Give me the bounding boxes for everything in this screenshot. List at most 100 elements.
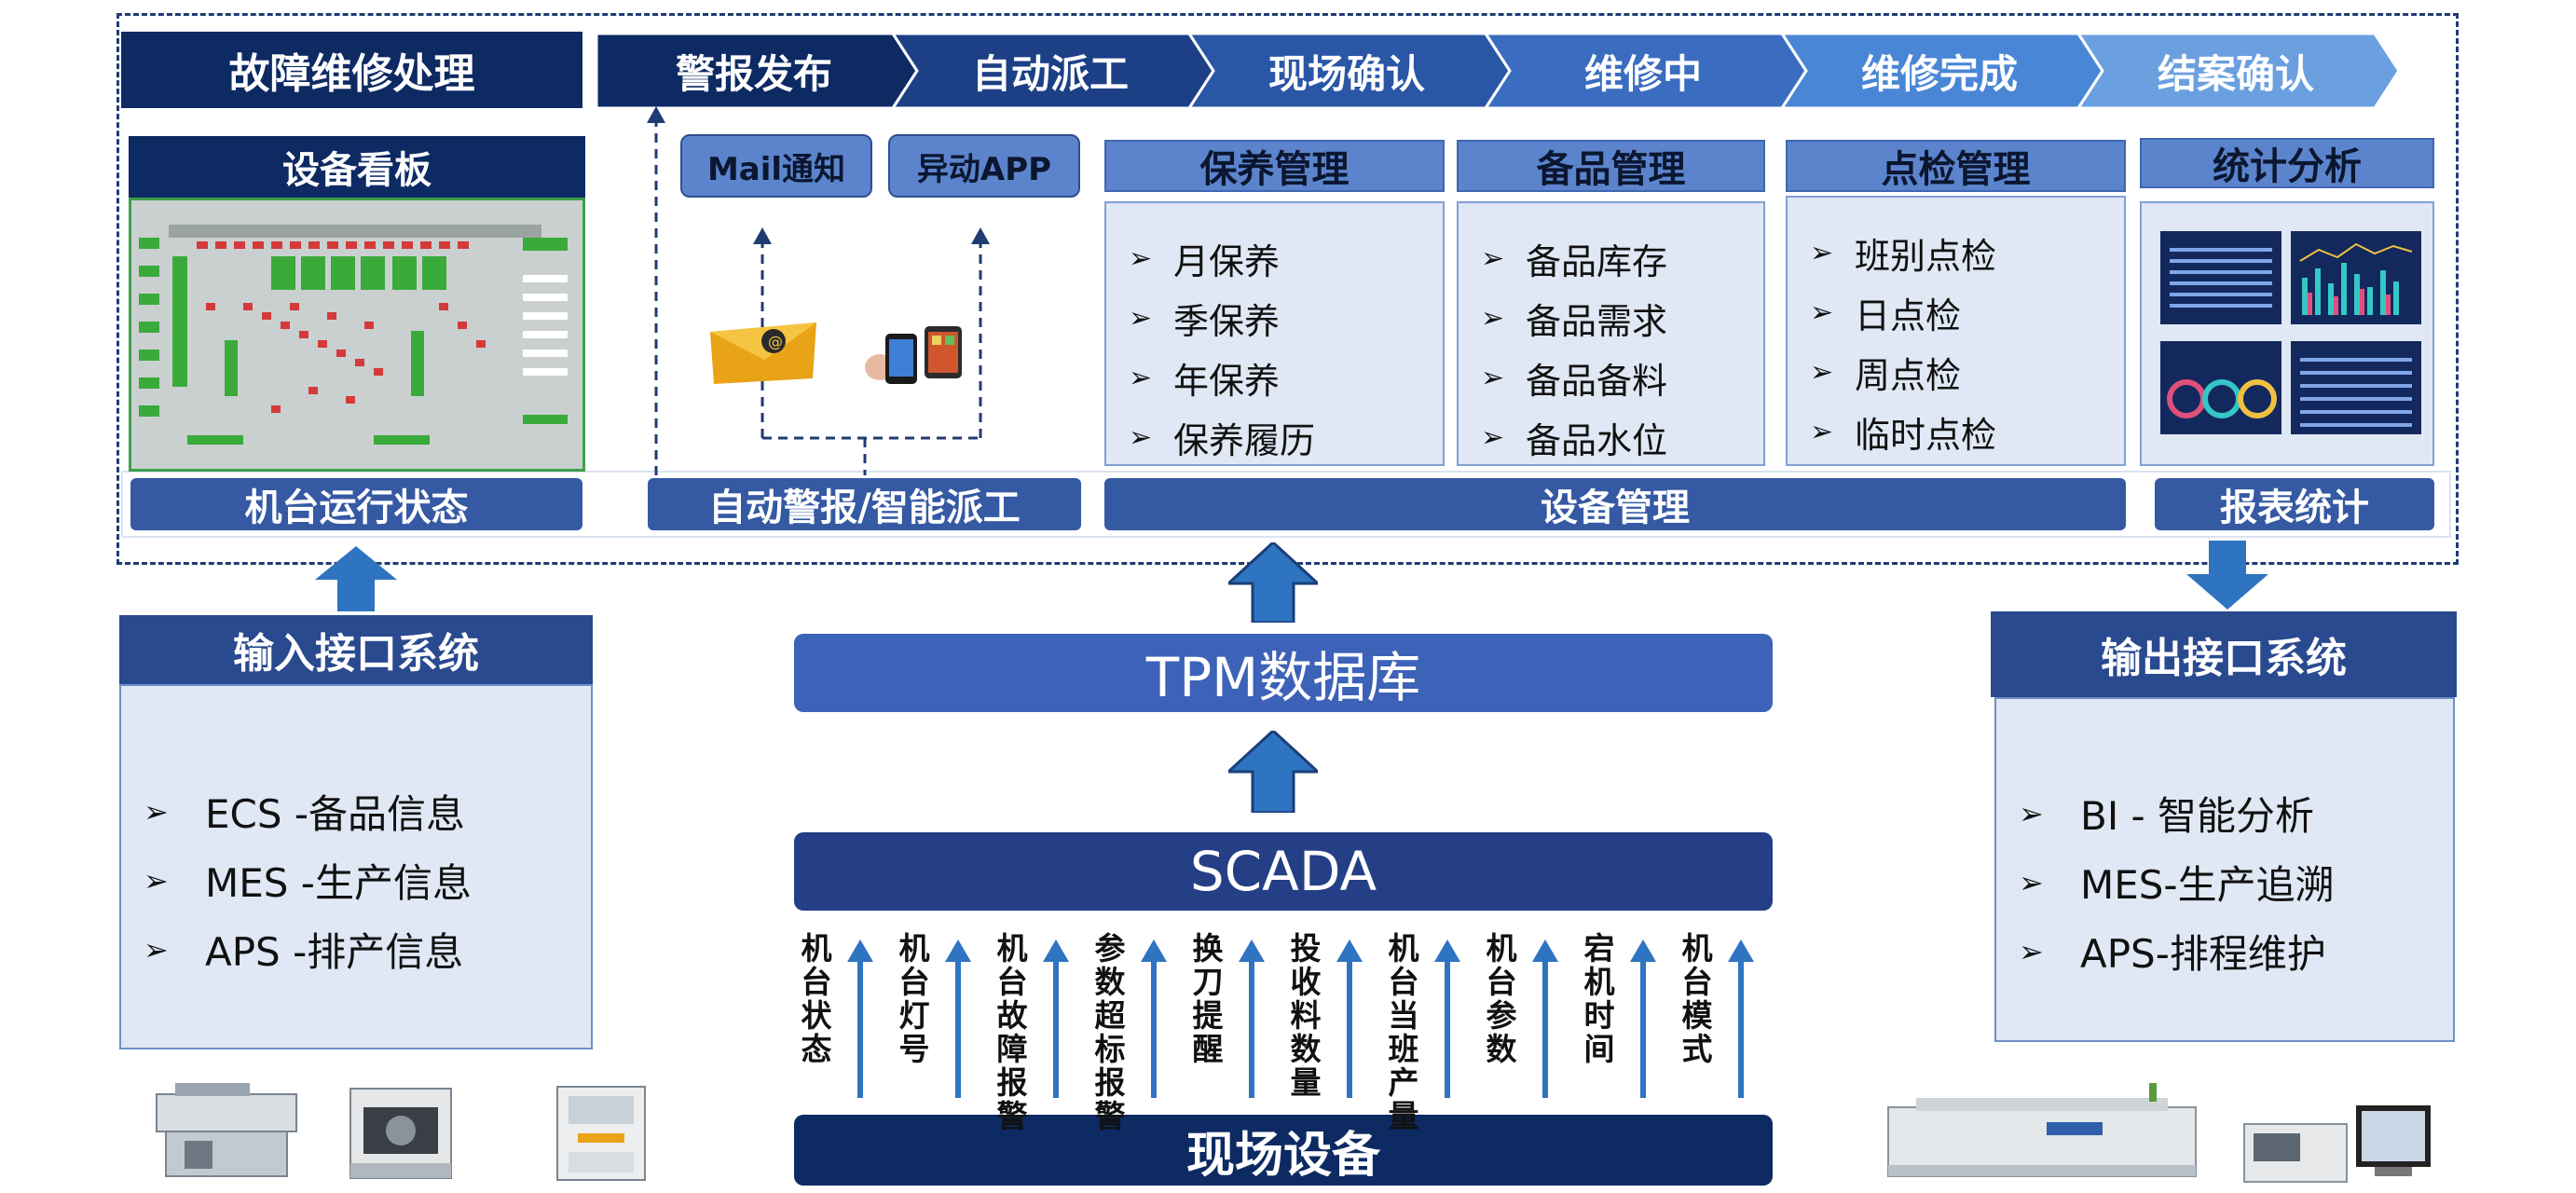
exception-app-button[interactable]: 异动APP — [888, 134, 1080, 198]
process-step-chevron — [2076, 32, 2401, 110]
statistics-dashboard-thumbnails — [2160, 231, 2421, 434]
process-step-label: 现场确认 — [1267, 50, 1425, 97]
list-item: ➢周点检 — [1810, 355, 1962, 396]
process-title: 故障维修处理 — [121, 32, 582, 108]
list-item: ➢临时点检 — [1810, 415, 1997, 456]
input-system-title: 输入接口系统 — [119, 615, 593, 684]
report-statistics-band: 报表统计 — [2155, 478, 2434, 530]
mail-envelope-icon: @ — [710, 322, 816, 384]
output-system-title: 输出接口系统 — [1991, 611, 2457, 697]
bullet-arrow-icon: ➢ — [1481, 421, 1505, 454]
bullet-arrow-icon: ➢ — [1810, 416, 1834, 448]
signal-arrow-icon — [945, 939, 971, 1098]
arrow-down-icon — [2186, 541, 2268, 610]
list-item: ➢MES -生产信息 — [144, 860, 472, 906]
machine-status-band: 机台运行状态 — [130, 478, 582, 530]
process-step-label: 维修完成 — [1860, 50, 2018, 97]
signal-arrow-icon — [1532, 939, 1558, 1098]
bullet-arrow-icon: ➢ — [1810, 296, 1834, 329]
bullet-arrow-icon: ➢ — [144, 793, 169, 830]
signal-label: 换刀提醒 — [1192, 930, 1224, 1067]
placement-machine-image — [349, 1088, 452, 1179]
signal-arrow-icon — [1434, 939, 1460, 1098]
bullet-arrow-icon: ➢ — [1481, 302, 1505, 335]
inspection-mgmt-title: 点检管理 — [1786, 140, 2126, 192]
reflow-oven-machine-image — [1887, 1083, 2197, 1177]
list-item: ➢BI - 智能分析 — [2019, 793, 2315, 839]
process-step-label: 自动派工 — [971, 50, 1129, 97]
process-step-label: 结案确认 — [2157, 50, 2314, 97]
list-item: ➢备品需求 — [1481, 301, 1668, 342]
tpm-database-bar: TPM数据库 — [794, 634, 1773, 712]
field-equipment-bar: 现场设备 — [794, 1115, 1773, 1186]
list-item: ➢班别点检 — [1810, 236, 1997, 277]
bullet-arrow-icon: ➢ — [1129, 302, 1153, 335]
bullet-arrow-icon: ➢ — [2019, 795, 2044, 831]
bullet-arrow-icon: ➢ — [1481, 242, 1505, 275]
signal-label: 机台状态 — [801, 930, 832, 1067]
phone-app-icon — [865, 326, 962, 384]
signal-arrow-icon — [1043, 939, 1069, 1098]
arrow-up-icon — [315, 546, 397, 611]
list-item: ➢备品备料 — [1481, 361, 1668, 402]
statistics-panel — [2140, 201, 2434, 466]
spare-parts-mgmt-panel: ➢备品库存 ➢备品需求 ➢备品备料 ➢备品水位 — [1457, 201, 1765, 466]
signal-label: 机台灯号 — [898, 930, 930, 1067]
statistics-title: 统计分析 — [2140, 138, 2434, 188]
arrow-up-icon — [1228, 731, 1318, 813]
bullet-arrow-icon: ➢ — [1810, 356, 1834, 389]
signal-label: 参数超标报警 — [1094, 930, 1126, 1134]
auto-alarm-dispatch-band: 自动警报/智能派工 — [648, 478, 1081, 530]
alarm-dispatch-connectors — [647, 106, 990, 475]
equipment-management-band: 设备管理 — [1104, 478, 2126, 530]
bullet-arrow-icon: ➢ — [144, 862, 169, 898]
bullet-arrow-icon: ➢ — [2019, 864, 2044, 900]
arrow-up-icon — [1228, 542, 1318, 623]
list-item: ➢MES-生产追溯 — [2019, 862, 2335, 908]
signal-arrow-icon — [1630, 939, 1656, 1098]
equipment-dashboard-image — [129, 198, 585, 472]
mail-notify-button[interactable]: Mail通知 — [680, 134, 872, 198]
list-item: ➢APS -排产信息 — [144, 929, 464, 975]
input-system-panel: ➢ECS -备品信息 ➢MES -生产信息 ➢APS -排产信息 — [119, 684, 593, 1049]
signal-label: 机台参数 — [1486, 930, 1517, 1067]
scada-bar: SCADA — [794, 832, 1773, 911]
list-item: ➢年保养 — [1129, 361, 1281, 402]
list-item: ➢APS-排程维护 — [2019, 931, 2326, 977]
process-step-label: 警报发布 — [675, 50, 832, 97]
signal-arrow-icon — [847, 939, 873, 1098]
process-chevrons — [596, 32, 2401, 110]
bullet-arrow-icon: ➢ — [1129, 242, 1153, 275]
signal-label: 投收料数量 — [1290, 930, 1322, 1101]
list-item: ➢备品水位 — [1481, 420, 1668, 461]
bullet-arrow-icon: ➢ — [1810, 237, 1834, 269]
process-step-label: 维修中 — [1583, 50, 1702, 97]
bullet-arrow-icon: ➢ — [1129, 421, 1153, 454]
signal-arrow-icon — [1141, 939, 1167, 1098]
inspection-mgmt-panel: ➢班别点检 ➢日点检 ➢周点检 ➢临时点检 — [1786, 196, 2126, 466]
list-item: ➢日点检 — [1810, 295, 1962, 336]
board-title: 设备看板 — [129, 136, 585, 198]
svg-text:@: @ — [768, 333, 783, 350]
spare-parts-mgmt-title: 备品管理 — [1457, 140, 1765, 192]
signal-arrow-icon — [1728, 939, 1754, 1098]
list-item: ➢ECS -备品信息 — [144, 791, 466, 837]
signal-label: 宕机时间 — [1583, 930, 1615, 1067]
screen-printer-machine-image — [156, 1083, 297, 1177]
bullet-arrow-icon: ➢ — [144, 931, 169, 967]
signal-label: 机台故障报警 — [996, 930, 1028, 1134]
bullet-arrow-icon: ➢ — [1129, 362, 1153, 394]
signal-label: 机台模式 — [1681, 930, 1713, 1067]
list-item: ➢备品库存 — [1481, 241, 1668, 282]
maintenance-mgmt-title: 保养管理 — [1104, 140, 1445, 192]
maintenance-mgmt-panel: ➢月保养 ➢季保养 ➢年保养 ➢保养履历 — [1104, 201, 1445, 466]
list-item: ➢保养履历 — [1129, 420, 1316, 461]
output-system-panel: ➢BI - 智能分析 ➢MES-生产追溯 ➢APS-排程维护 — [1994, 697, 2455, 1042]
bullet-arrow-icon: ➢ — [1481, 362, 1505, 394]
signal-arrow-icon — [1239, 939, 1265, 1098]
test-station-image — [2243, 1105, 2431, 1183]
list-item: ➢季保养 — [1129, 301, 1281, 342]
list-item: ➢月保养 — [1129, 241, 1281, 282]
signal-label: 机台当班产量 — [1388, 930, 1419, 1134]
inspection-machine-image — [556, 1086, 646, 1181]
